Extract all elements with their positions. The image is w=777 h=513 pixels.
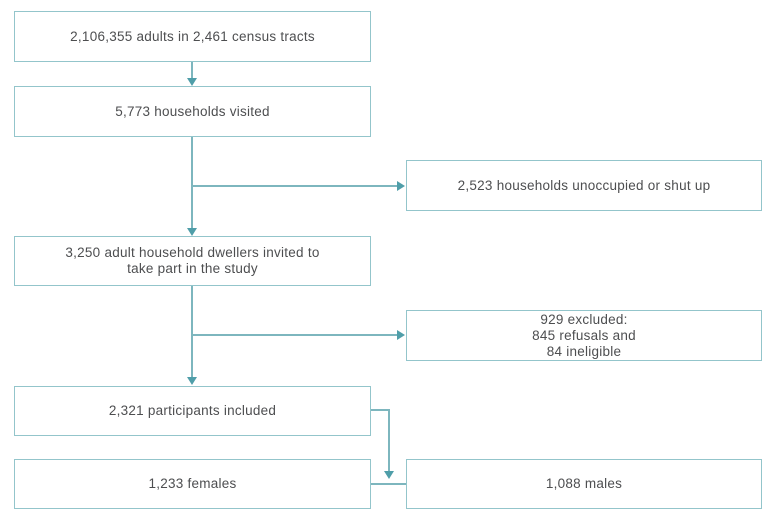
connector-branch-to-excluded	[191, 334, 397, 336]
connector-branch-to-unoccupied	[191, 185, 397, 187]
connector-participants-elbow-horizontal	[371, 409, 389, 411]
connector-visited-to-invited	[191, 137, 193, 228]
flow-box-households-visited: 5,773 households visited	[14, 86, 371, 137]
connector-females-males-link	[371, 483, 406, 485]
flow-box-males: 1,088 males	[406, 459, 762, 509]
arrowhead-down-icon	[384, 471, 394, 479]
arrowhead-down-icon	[187, 377, 197, 385]
connector-census-to-visited	[191, 62, 193, 79]
flow-box-dwellers-invited: 3,250 adult household dwellers invited t…	[14, 236, 371, 286]
flow-box-census-adults: 2,106,355 adults in 2,461 census tracts	[14, 11, 371, 62]
arrowhead-down-icon	[187, 228, 197, 236]
arrowhead-right-icon	[397, 181, 405, 191]
flow-box-females: 1,233 females	[14, 459, 371, 509]
connector-participants-elbow-vertical	[388, 409, 390, 472]
arrowhead-down-icon	[187, 78, 197, 86]
flow-box-households-unoccupied: 2,523 households unoccupied or shut up	[406, 160, 762, 211]
flow-box-excluded: 929 excluded: 845 refusals and 84 inelig…	[406, 310, 762, 361]
flow-box-participants-included: 2,321 participants included	[14, 386, 371, 436]
connector-invited-to-participants	[191, 286, 193, 377]
arrowhead-right-icon	[397, 330, 405, 340]
